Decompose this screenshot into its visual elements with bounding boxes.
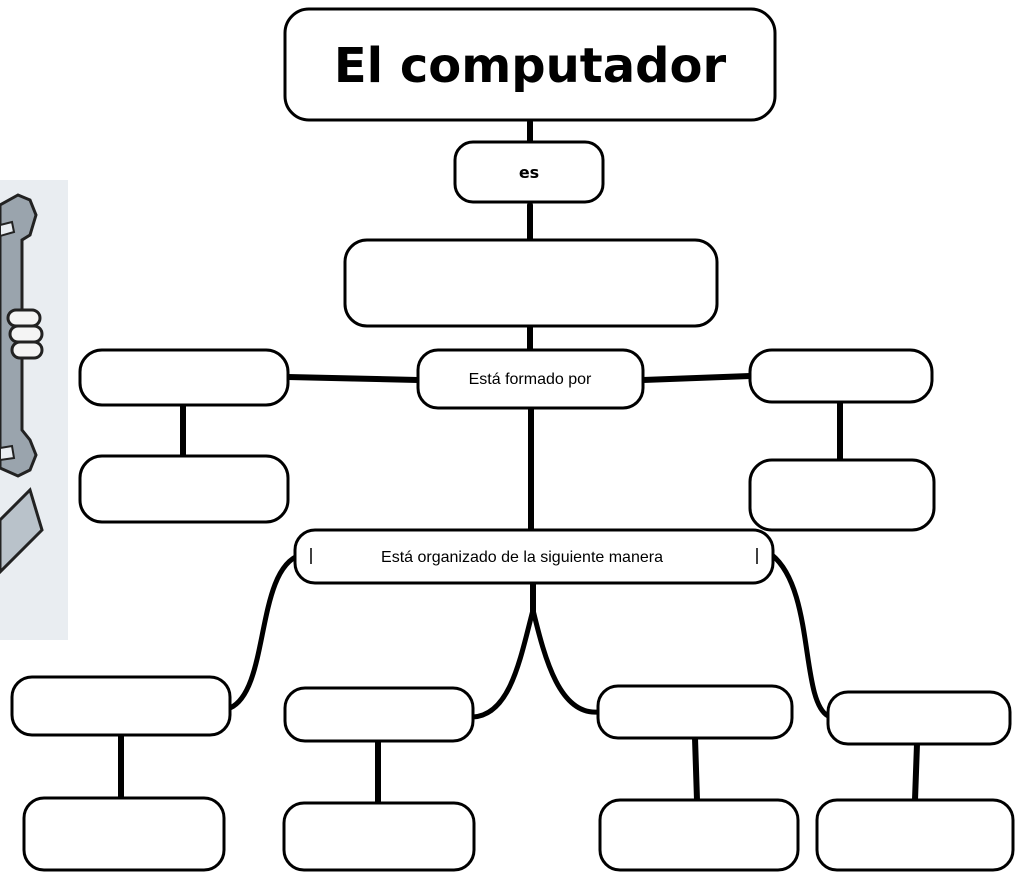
blank-box[interactable] [78, 348, 290, 407]
blank-box[interactable] [826, 690, 1012, 746]
blank-box[interactable] [283, 686, 475, 743]
blank-box[interactable] [596, 684, 794, 740]
blank-box[interactable] [748, 348, 934, 404]
es-box [453, 140, 605, 204]
blank-box[interactable] [598, 798, 800, 872]
blank-box[interactable] [815, 798, 1015, 872]
blank-box[interactable] [22, 796, 226, 872]
blank-box[interactable] [78, 454, 290, 524]
organizado-label: Está organizado de la siguiente manera [381, 549, 663, 566]
blank-box[interactable] [10, 675, 232, 737]
title-box [283, 7, 777, 122]
definition-box[interactable] [343, 238, 719, 328]
diagram-title: El computador [334, 38, 727, 94]
formado-box [416, 348, 645, 410]
connector-lines [118, 119, 920, 806]
blank-box[interactable] [748, 458, 936, 532]
formado-label: Está formado por [469, 371, 592, 388]
organizado-box [293, 528, 775, 585]
es-label: es [519, 163, 539, 182]
wrench-icon [0, 180, 68, 640]
blank-box[interactable] [282, 801, 476, 872]
